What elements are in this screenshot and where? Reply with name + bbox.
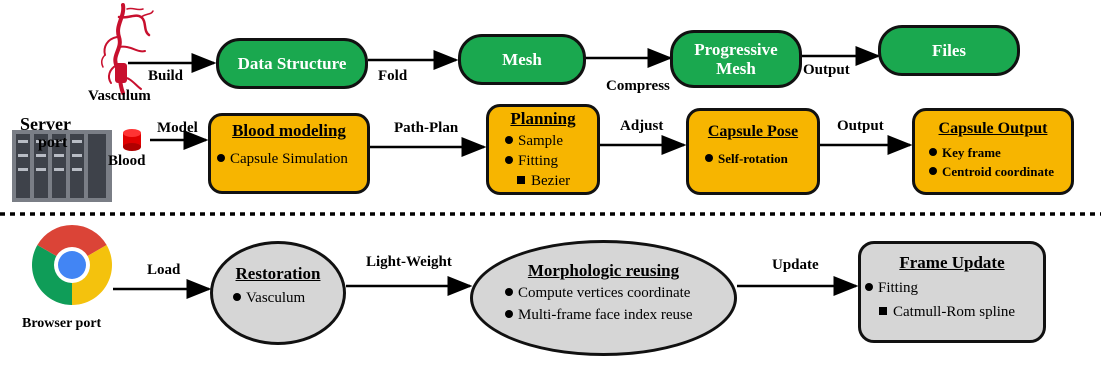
blood-label: Blood xyxy=(108,153,146,169)
capsule-output-item-centroid: Centroid coordinate xyxy=(929,164,1054,180)
planning-title: Planning xyxy=(510,109,576,128)
capsule-pose-title: Capsule Pose xyxy=(707,123,799,140)
morphologic-ellipse: Morphologic reusing Compute vertices coo… xyxy=(470,240,737,356)
restoration-item: Vasculum xyxy=(233,290,305,307)
compress-label: Compress xyxy=(606,78,670,94)
capsule-output-title: Capsule Output xyxy=(938,120,1048,137)
browser-port-label: Browser port xyxy=(22,316,102,331)
blood-modeling-item: Capsule Simulation xyxy=(217,151,348,168)
capsule-output-item-keyframe: Key frame xyxy=(929,145,1001,161)
vasculum-label: Vasculum xyxy=(88,88,151,104)
frame-update-item-fitting: Fitting xyxy=(865,280,918,297)
planning-item-bezier: Bezier xyxy=(517,173,570,190)
files-box: Files xyxy=(878,25,1020,76)
fold-label: Fold xyxy=(378,68,408,84)
progressive-mesh-box: Progressive Mesh xyxy=(670,30,802,88)
vasculum-icon xyxy=(100,3,154,95)
planning-item-fitting: Fitting xyxy=(505,153,558,170)
path-plan-label: Path-Plan xyxy=(394,120,459,136)
planning-box: Planning Sample Fitting Bezier xyxy=(486,104,600,195)
morphologic-title: Morphologic reusing xyxy=(527,261,680,280)
output-label-mid: Output xyxy=(837,118,884,134)
blood-modeling-box: Blood modeling Capsule Simulation xyxy=(208,113,370,194)
light-weight-label: Light-Weight xyxy=(366,254,452,270)
capsule-pose-item: Self-rotation xyxy=(705,151,788,167)
morphologic-item-reuse: Multi-frame face index reuse xyxy=(505,307,693,324)
capsule-pose-box: Capsule Pose Self-rotation xyxy=(686,108,820,195)
blood-cylinder-icon xyxy=(123,129,141,151)
model-label: Model xyxy=(157,120,198,136)
capsule-output-box: Capsule Output Key frame Centroid coordi… xyxy=(912,108,1074,195)
output-label-top: Output xyxy=(803,62,850,78)
morphologic-item-compute: Compute vertices coordinate xyxy=(505,285,690,302)
adjust-label: Adjust xyxy=(620,118,664,134)
restoration-box: Restoration Vasculum xyxy=(210,241,346,345)
update-label: Update xyxy=(772,257,819,273)
mesh-box: Mesh xyxy=(458,34,586,85)
frame-update-item-catmull: Catmull-Rom spline xyxy=(879,304,1015,321)
data-structure-box: Data Structure xyxy=(216,38,368,89)
build-label: Build xyxy=(148,68,184,84)
port-label: port xyxy=(38,134,68,151)
server-label: Server xyxy=(20,114,71,134)
server-rack-icon xyxy=(12,130,112,202)
blood-modeling-title: Blood modeling xyxy=(232,121,346,140)
chrome-browser-icon xyxy=(32,225,112,305)
frame-update-box: Frame Update Fitting Catmull-Rom spline xyxy=(858,241,1046,343)
restoration-title: Restoration xyxy=(235,264,321,283)
planning-item-sample: Sample xyxy=(505,133,563,150)
load-label: Load xyxy=(147,262,181,278)
frame-update-title: Frame Update xyxy=(899,253,1005,272)
